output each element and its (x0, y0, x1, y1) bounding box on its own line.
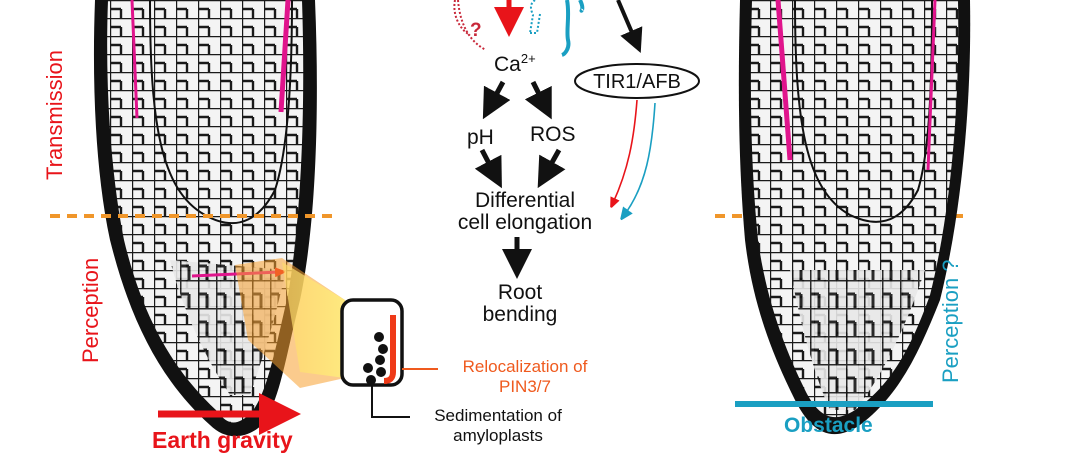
statocyte-inset (340, 298, 438, 418)
amyloplast (378, 344, 388, 354)
amyloplast (375, 355, 385, 365)
magenta-line-left-lower (130, 0, 139, 119)
calcium-charge: 2+ (520, 51, 536, 66)
amyloplast-leader-line (371, 380, 410, 418)
tir1-afb-ellipse (574, 63, 700, 99)
red-dotted-curve (457, 0, 487, 51)
red-dotted-arrow (453, 0, 471, 36)
unknown-mechanism-question-mark: ? (470, 20, 482, 41)
elongation-line1: Differential (475, 189, 575, 212)
calcium-ph-arrow (482, 80, 511, 120)
magenta-line-right-left (775, 0, 793, 161)
signaling-pathway-arrows (453, 0, 700, 279)
node-differential-elongation: Differential cell elongation (440, 190, 610, 234)
zone-label-perception: Perception (78, 257, 103, 363)
amyloplast-label-line1: Sedimentation of (434, 406, 562, 425)
cyan-bracket-curve (561, 0, 571, 57)
pin-relocalization-mark (383, 315, 396, 384)
right-root-micrograph (738, 0, 971, 435)
magenta-line-right-right (926, 0, 937, 171)
tir1-gravity-elongation-arrow (613, 99, 638, 203)
amyloplast (374, 332, 384, 342)
calcium-ros-arrow (524, 80, 552, 120)
stimulus-label-gravity: Earth gravity (152, 427, 293, 453)
elongation-line2: cell elongation (457, 211, 593, 234)
zone-label-perception-touch: Perception ? (938, 259, 963, 383)
zone-label-transmission: Transmission (42, 50, 67, 180)
ros-elongation-arrow (537, 148, 566, 189)
node-ph: pH (467, 126, 494, 149)
bending-line1: Root (497, 281, 543, 304)
pin-relocalization-label: Relocalization of PIN3/7 (440, 357, 610, 397)
cyan-bracket-top (578, 0, 585, 13)
amyloplast (376, 367, 386, 377)
node-ros: ROS (530, 123, 576, 146)
amyloplast-label-line2: amyloplasts (453, 426, 543, 445)
node-calcium: Ca2+ (494, 48, 536, 76)
auxin-tir1-arrow (616, 0, 643, 54)
calcium-symbol: Ca (494, 53, 521, 76)
node-tir1-afb: TIR1/AFB (593, 71, 681, 93)
ph-elongation-arrow (474, 148, 502, 189)
tir1-touch-elongation-arrow (625, 102, 656, 214)
zoom-beam (282, 262, 345, 378)
stimulus-label-obstacle: Obstacle (784, 414, 873, 437)
cyan-dotted-arrow (529, 0, 541, 34)
pin-label-line1: Relocalization of (462, 357, 588, 376)
amyloplast (363, 363, 373, 373)
magenta-line-left-upper (278, 0, 291, 113)
pin-label-line2: PIN3/7 (499, 377, 551, 396)
amyloplast-sedimentation-label: Sedimentation of amyloplasts (418, 406, 578, 446)
node-root-bending: Root bending (480, 282, 560, 326)
bending-line2: bending (482, 303, 558, 326)
